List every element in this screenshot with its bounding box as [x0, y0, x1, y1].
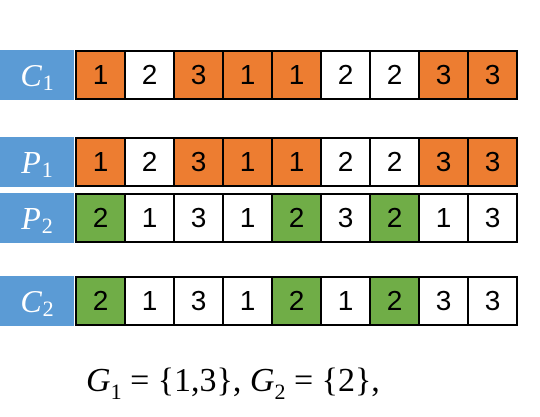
group-formula: G1 = {1,3}, G2 = {2}, [86, 362, 506, 408]
gene-cell: 2 [271, 193, 322, 243]
gene-cell: 1 [75, 50, 126, 100]
gene-cell: 2 [124, 137, 175, 187]
g1-equation: = {1,3}, [121, 362, 250, 399]
gene-cell: 3 [418, 276, 469, 326]
gene-cell: 3 [173, 50, 224, 100]
gene-cell: 2 [75, 276, 126, 326]
label-letter: P [21, 199, 41, 236]
gene-cell: 1 [222, 50, 273, 100]
gene-cell: 3 [418, 137, 469, 187]
gene-cell: 2 [320, 137, 371, 187]
gene-cell: 1 [418, 193, 469, 243]
gene-cell: 3 [173, 137, 224, 187]
g1-variable: G [86, 362, 111, 399]
gene-cell: 2 [369, 137, 420, 187]
gene-cell: 3 [173, 276, 224, 326]
gene-cell: 1 [271, 50, 322, 100]
gene-cell: 2 [75, 193, 126, 243]
label-letter: P [21, 143, 41, 180]
g2-subscript: 2 [274, 379, 286, 404]
label-letter: C [20, 56, 42, 93]
label-subscript: 2 [42, 296, 54, 321]
gene-cell: 1 [222, 137, 273, 187]
gene-cell: 2 [320, 50, 371, 100]
gene-cell: 2 [369, 50, 420, 100]
gene-cell: 1 [124, 276, 175, 326]
gene-cell: 1 [124, 193, 175, 243]
label-subscript: 1 [42, 70, 54, 95]
gene-cell: 2 [369, 276, 420, 326]
g2-variable: G [249, 362, 275, 399]
gene-cell: 3 [467, 193, 518, 243]
gene-cell: 1 [222, 193, 273, 243]
gene-cell: 1 [75, 137, 126, 187]
gene-cell: 3 [467, 50, 518, 100]
g1-subscript: 1 [110, 379, 122, 404]
label-letter: C [20, 282, 42, 319]
gene-cell: 3 [418, 50, 469, 100]
gene-cell: 3 [320, 193, 371, 243]
gene-cell: 1 [320, 276, 371, 326]
gene-cell: 1 [222, 276, 273, 326]
gene-cell: 3 [467, 276, 518, 326]
g2-equation: = {2}, [285, 362, 380, 399]
gene-cell: 3 [173, 193, 224, 243]
gene-cell: 1 [271, 137, 322, 187]
gene-cell: 2 [369, 193, 420, 243]
gene-cell: 2 [271, 276, 322, 326]
label-subscript: 1 [41, 157, 53, 182]
gene-cell: 3 [467, 137, 518, 187]
label-subscript: 2 [41, 213, 53, 238]
gene-cell: 2 [124, 50, 175, 100]
